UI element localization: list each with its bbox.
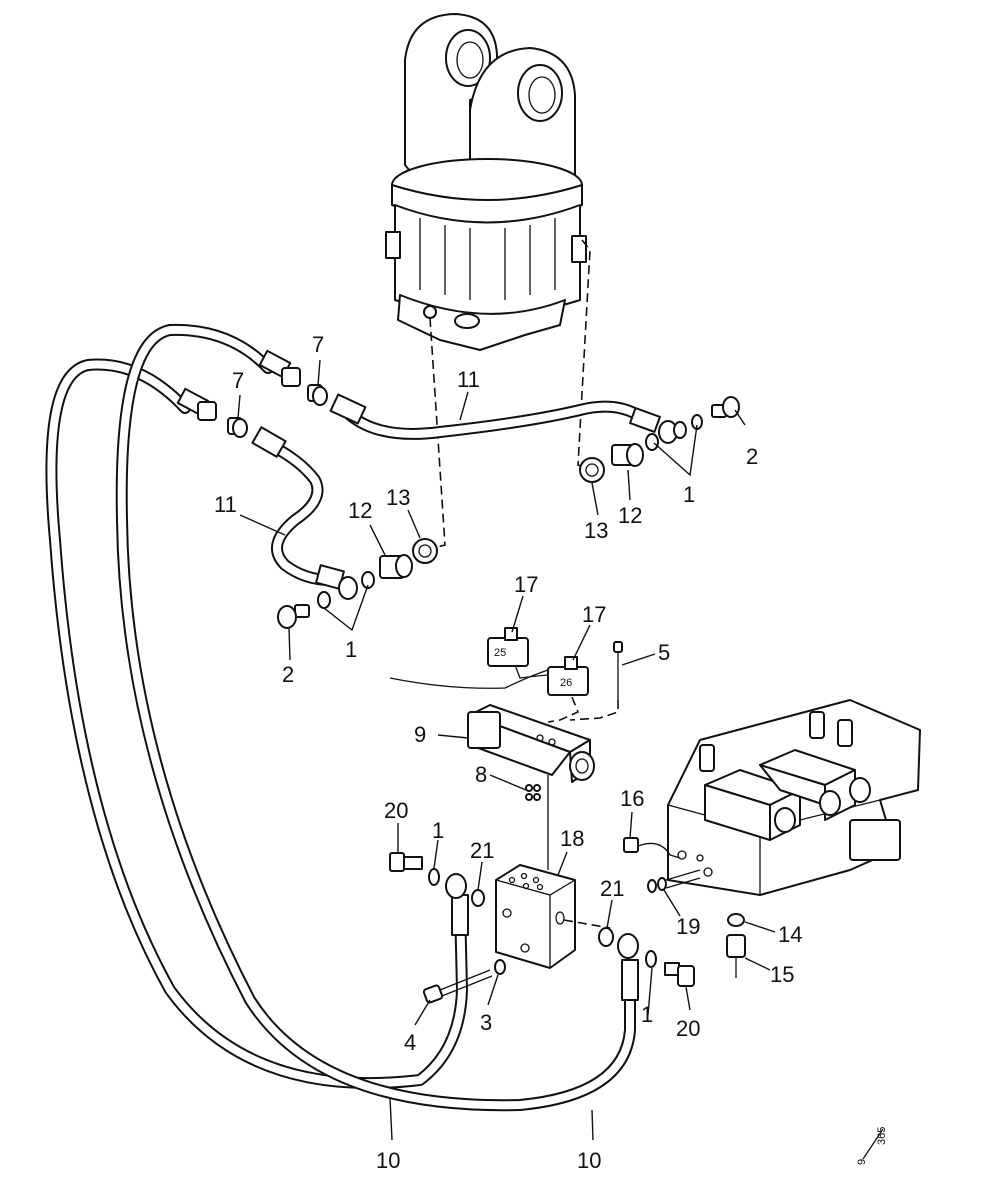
screws-8 <box>525 784 541 801</box>
hose-11-lower-crimp-top <box>251 426 287 458</box>
callout-17-right: 17 <box>582 602 606 627</box>
callout-13-right: 13 <box>584 518 608 543</box>
callout-9: 9 <box>414 722 426 747</box>
callout-10-left: 10 <box>376 1148 400 1173</box>
right-fitting-stack <box>579 396 740 483</box>
callout-16: 16 <box>620 786 644 811</box>
hose-11-upper-crimp-right <box>629 407 661 433</box>
callout-18: 18 <box>560 826 584 851</box>
callout-12-left: 12 <box>348 498 372 523</box>
leader-lines <box>237 359 776 1141</box>
callout-1-banjo-left: 1 <box>432 818 444 843</box>
hose-11-upper-crimp-left <box>329 393 367 425</box>
banjo-left <box>389 852 485 907</box>
solenoid-valve-9 <box>467 704 595 783</box>
rotator-port-leader-right <box>577 239 591 471</box>
callout-19: 19 <box>676 914 700 939</box>
callout-15: 15 <box>770 962 794 987</box>
adapter-7-lower <box>197 401 248 438</box>
rotator-unit <box>385 13 587 351</box>
control-valve-bank <box>667 699 921 896</box>
callout-labels: 7 7 11 11 2 2 1 1 1 1 13 13 12 12 17 17 … <box>214 332 802 1173</box>
callout-1-banjo-right: 1 <box>641 1002 653 1027</box>
hose-10-left-bottom-crimp <box>451 894 469 936</box>
callout-1-right-top: 1 <box>683 482 695 507</box>
callout-20-right: 20 <box>676 1016 700 1041</box>
svg-text:25: 25 <box>494 647 506 659</box>
fitting-16 <box>623 837 681 859</box>
callout-20-left: 20 <box>384 798 408 823</box>
callout-7-lower: 7 <box>232 368 244 393</box>
callout-11-upper: 11 <box>457 367 480 392</box>
callout-17-left: 17 <box>514 572 538 597</box>
callout-21-left: 21 <box>470 838 494 863</box>
left-fitting-stack <box>277 538 438 629</box>
washer-3 <box>494 959 506 975</box>
hose-11-lower <box>264 439 336 586</box>
callout-12-right: 12 <box>618 503 642 528</box>
connector-cable <box>389 664 549 689</box>
connector-17-left: 25 <box>487 627 529 667</box>
plug-15 <box>726 934 746 978</box>
hose-10-right-bottom-crimp <box>621 959 639 1001</box>
page-reference: 9 365 <box>856 1127 888 1165</box>
banjo-right <box>598 927 695 987</box>
adapter-7-upper <box>281 367 328 406</box>
oring-14 <box>727 913 745 927</box>
connector-17-right: 26 <box>547 656 589 696</box>
callout-3: 3 <box>480 1010 492 1035</box>
hose-10-left <box>45 358 468 1090</box>
hose-11-upper <box>344 400 651 440</box>
callout-11-lower: 11 <box>214 492 237 517</box>
bolt-5 <box>569 641 623 721</box>
callout-1-left-top: 1 <box>345 637 357 662</box>
callout-14: 14 <box>778 922 802 947</box>
callout-13-left: 13 <box>386 485 410 510</box>
callout-8: 8 <box>475 762 487 787</box>
svg-text:26: 26 <box>560 677 572 689</box>
bolt-4 <box>422 969 493 1004</box>
callout-7-upper: 7 <box>312 332 324 357</box>
callout-2-right: 2 <box>746 444 758 469</box>
callout-10-right: 10 <box>577 1148 601 1173</box>
page-ref-code: 365 <box>876 1127 888 1145</box>
callout-5: 5 <box>658 640 670 665</box>
callout-2-left: 2 <box>282 662 294 687</box>
page-ref-number: 9 <box>856 1159 868 1165</box>
connector-dash-leader <box>547 696 580 723</box>
callout-21-right: 21 <box>600 876 624 901</box>
fitting-19 <box>647 869 701 893</box>
hose-10-right <box>115 323 636 1112</box>
callout-4: 4 <box>404 1030 416 1055</box>
manifold-block-18 <box>495 864 611 969</box>
